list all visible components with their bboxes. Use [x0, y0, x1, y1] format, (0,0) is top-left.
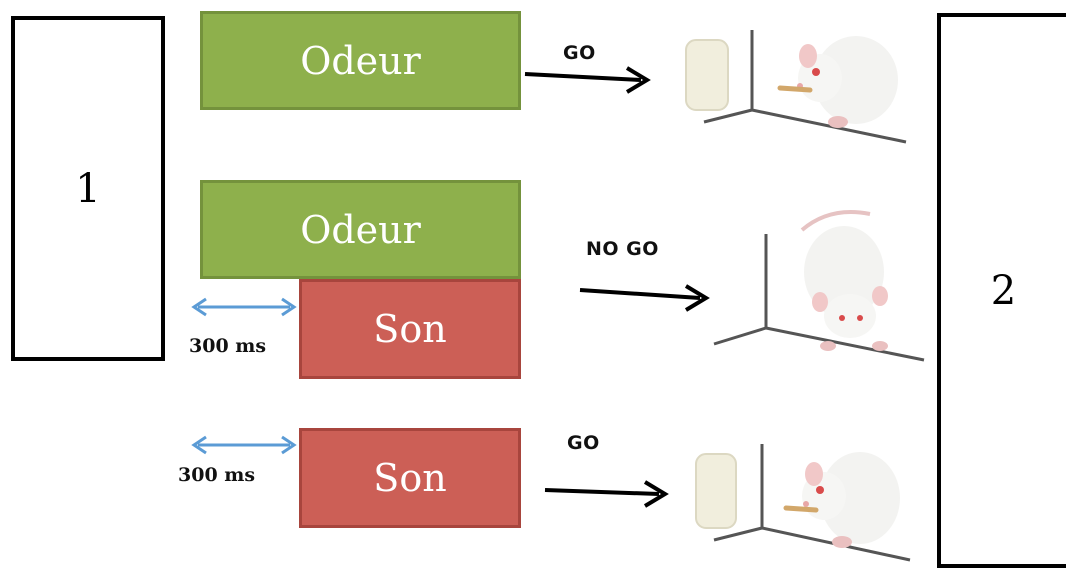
delay-arrow-row3 [191, 435, 297, 455]
no-go-label-row2: NO GO [586, 238, 659, 260]
delay-label-row2: 300 ms [189, 335, 267, 357]
phase-1-label: 1 [75, 165, 101, 212]
odeur-box-row1: Odeur [200, 11, 521, 110]
rat-with-reward-icon [685, 30, 907, 144]
phase-2-label: 2 [990, 267, 1017, 314]
response-arrow-row3 [544, 480, 669, 508]
son-box-row3: Son [299, 428, 521, 528]
go-label-row3: GO [567, 432, 600, 454]
odeur-box-row2: Odeur [200, 180, 521, 279]
son-box-row2: Son [299, 279, 521, 379]
response-arrow-row2 [579, 284, 710, 312]
delay-label-row3: 300 ms [178, 464, 256, 486]
phase-1-box: 1 [11, 16, 165, 361]
phase-2-box: 2 [937, 13, 1066, 568]
delay-arrow-row2 [191, 297, 297, 317]
rat-with-reward-icon [695, 444, 911, 562]
rat-no-reward-icon [713, 210, 925, 362]
go-label-row1: GO [563, 42, 596, 64]
response-arrow-row1 [524, 66, 651, 94]
